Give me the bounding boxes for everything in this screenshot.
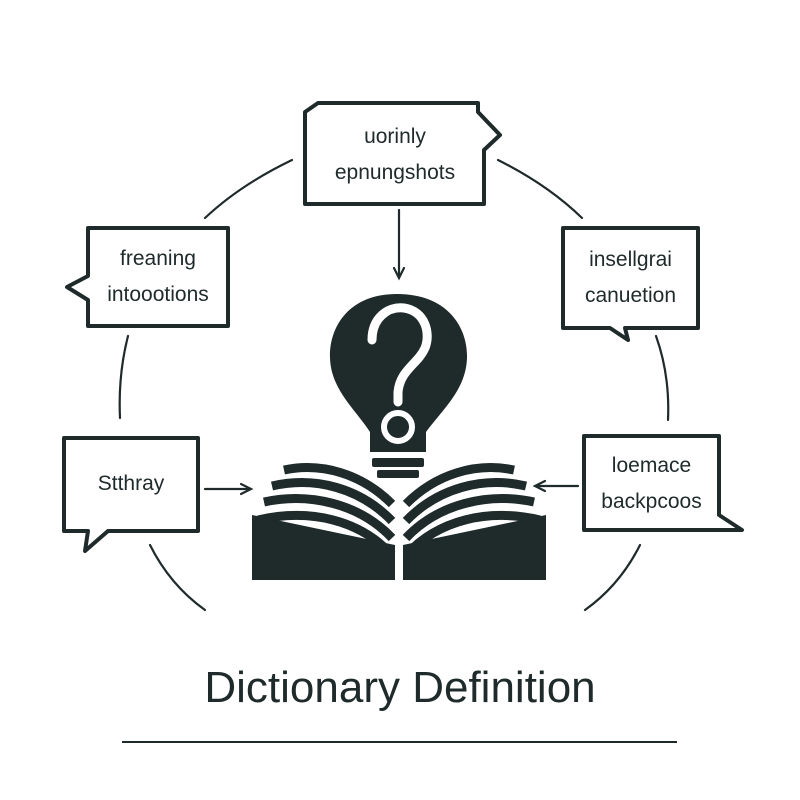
speech-bubble-upper-right [561,226,700,342]
book-page [402,494,535,542]
book-page [402,478,528,525]
speech-bubble-lower-right [582,434,744,532]
question-mark-hook [367,303,432,407]
connector-arc [583,543,642,612]
page-title: Dictionary Definition [204,663,596,712]
bubble-line: freaning [120,247,196,270]
book-page [263,494,396,542]
lightbulb-base [377,470,419,478]
bubble-line: insellgrai [589,248,672,271]
connector-arc [118,334,130,420]
speech-bubble-top [303,101,502,206]
book-page [270,478,396,525]
book-page [402,511,542,559]
bubble-line: loemace [611,454,692,477]
open-book-icon [252,463,546,580]
bubble-line: canuetion [584,284,677,307]
bubble-text-upper-right: insellgrai canuetion [563,239,698,317]
bubble-line: epnungshots [334,161,456,184]
book-page [256,511,396,559]
book-page [283,463,396,508]
bubble-text-lower-right: loemace backpcoos [584,445,719,523]
bubble-line: uorinly [364,125,426,148]
connector-arc [203,158,294,220]
book-page [402,463,515,508]
speech-bubble-lower-left [62,436,200,553]
book-cover [252,515,395,580]
lightbulb-body [329,294,468,452]
bubble-line: Stthray [97,472,165,495]
bubble-text-top: uorinly epnungshots [305,116,485,194]
bubble-line: backpcoos [601,490,702,513]
bubble-text-lower-left: Stthray [64,445,198,523]
connector-arc [496,158,584,220]
question-mark-dot [381,410,415,444]
lightbulb-base [372,458,424,467]
connector-arc [148,543,207,612]
speech-bubble-upper-left [65,226,230,328]
lightbulb-question-icon [329,294,468,478]
book-cover [403,515,546,580]
bubble-line: intoootions [107,283,209,306]
bubble-text-upper-left: freaning intoootions [88,238,228,316]
connector-arc [654,334,670,422]
